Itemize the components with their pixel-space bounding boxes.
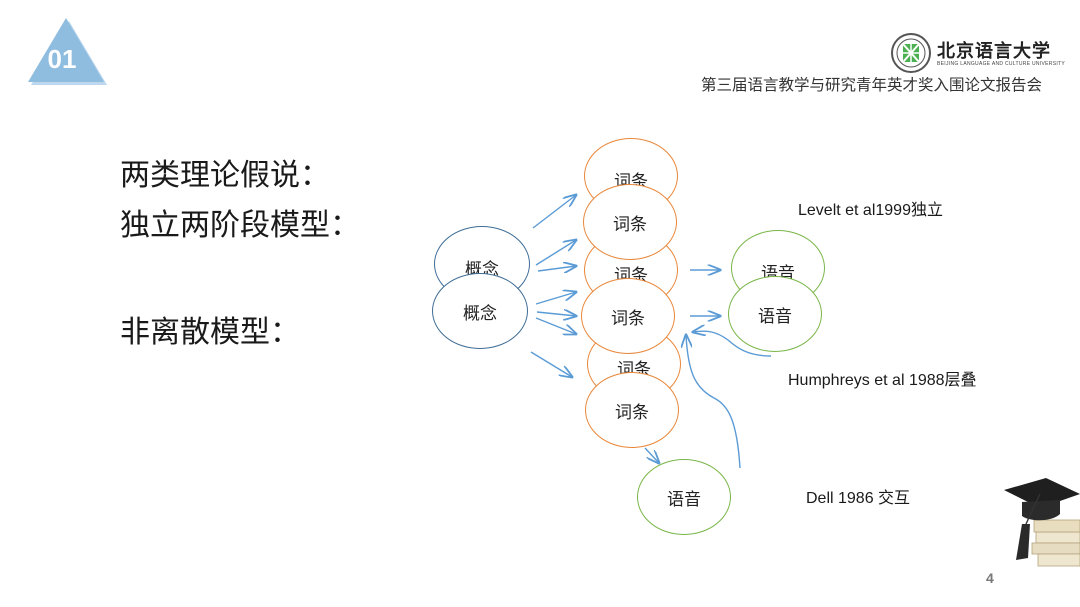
arrow-concept-word-1 — [535, 240, 576, 266]
university-name: 北京语言大学 — [937, 41, 1051, 62]
non-discrete-model-label: 非离散模型： — [120, 315, 300, 350]
hypotheses-heading: 两类理论假说： — [120, 158, 330, 193]
page-number: 4 — [986, 570, 994, 586]
word-node-4: 词条 — [581, 278, 675, 354]
two-stage-model-label: 独立两阶段模型： — [120, 208, 360, 243]
arrow-feedback-interactive — [686, 335, 741, 469]
concept-node: 概念 — [432, 273, 528, 349]
arrow-feedback-cascade — [693, 331, 772, 357]
university-emblem-icon — [891, 33, 931, 73]
university-name-english: BEIJING LANGUAGE AND CULTURE UNIVERSITY — [937, 61, 1066, 67]
graduation-books-icon — [1004, 478, 1080, 567]
arrow-concept-word-4 — [536, 312, 576, 316]
arrow-concept-word-2 — [537, 266, 576, 271]
arrow-concept-word-5 — [535, 317, 576, 334]
slide-number: 01 — [47, 44, 77, 74]
label-levelt: Levelt et al1999独立 — [798, 202, 943, 219]
phonology-node: 语音 — [728, 276, 822, 352]
arrow-word-bottom-phon — [644, 447, 659, 463]
label-humphreys: Humphreys et al 1988层叠 — [788, 372, 977, 389]
arrow-concept-word-3 — [535, 292, 576, 305]
label-dell: Dell 1986 交互 — [806, 490, 911, 507]
conference-title: 第三届语言教学与研究青年英才奖入围论文报告会 — [700, 76, 1042, 94]
arrow-lower — [530, 351, 572, 377]
word-node-6: 词条 — [585, 372, 679, 448]
word-node-2: 词条 — [583, 184, 677, 260]
slide-number-badge — [28, 18, 107, 85]
phonology-node-bottom: 语音 — [637, 459, 731, 535]
arrow-top — [532, 195, 576, 229]
